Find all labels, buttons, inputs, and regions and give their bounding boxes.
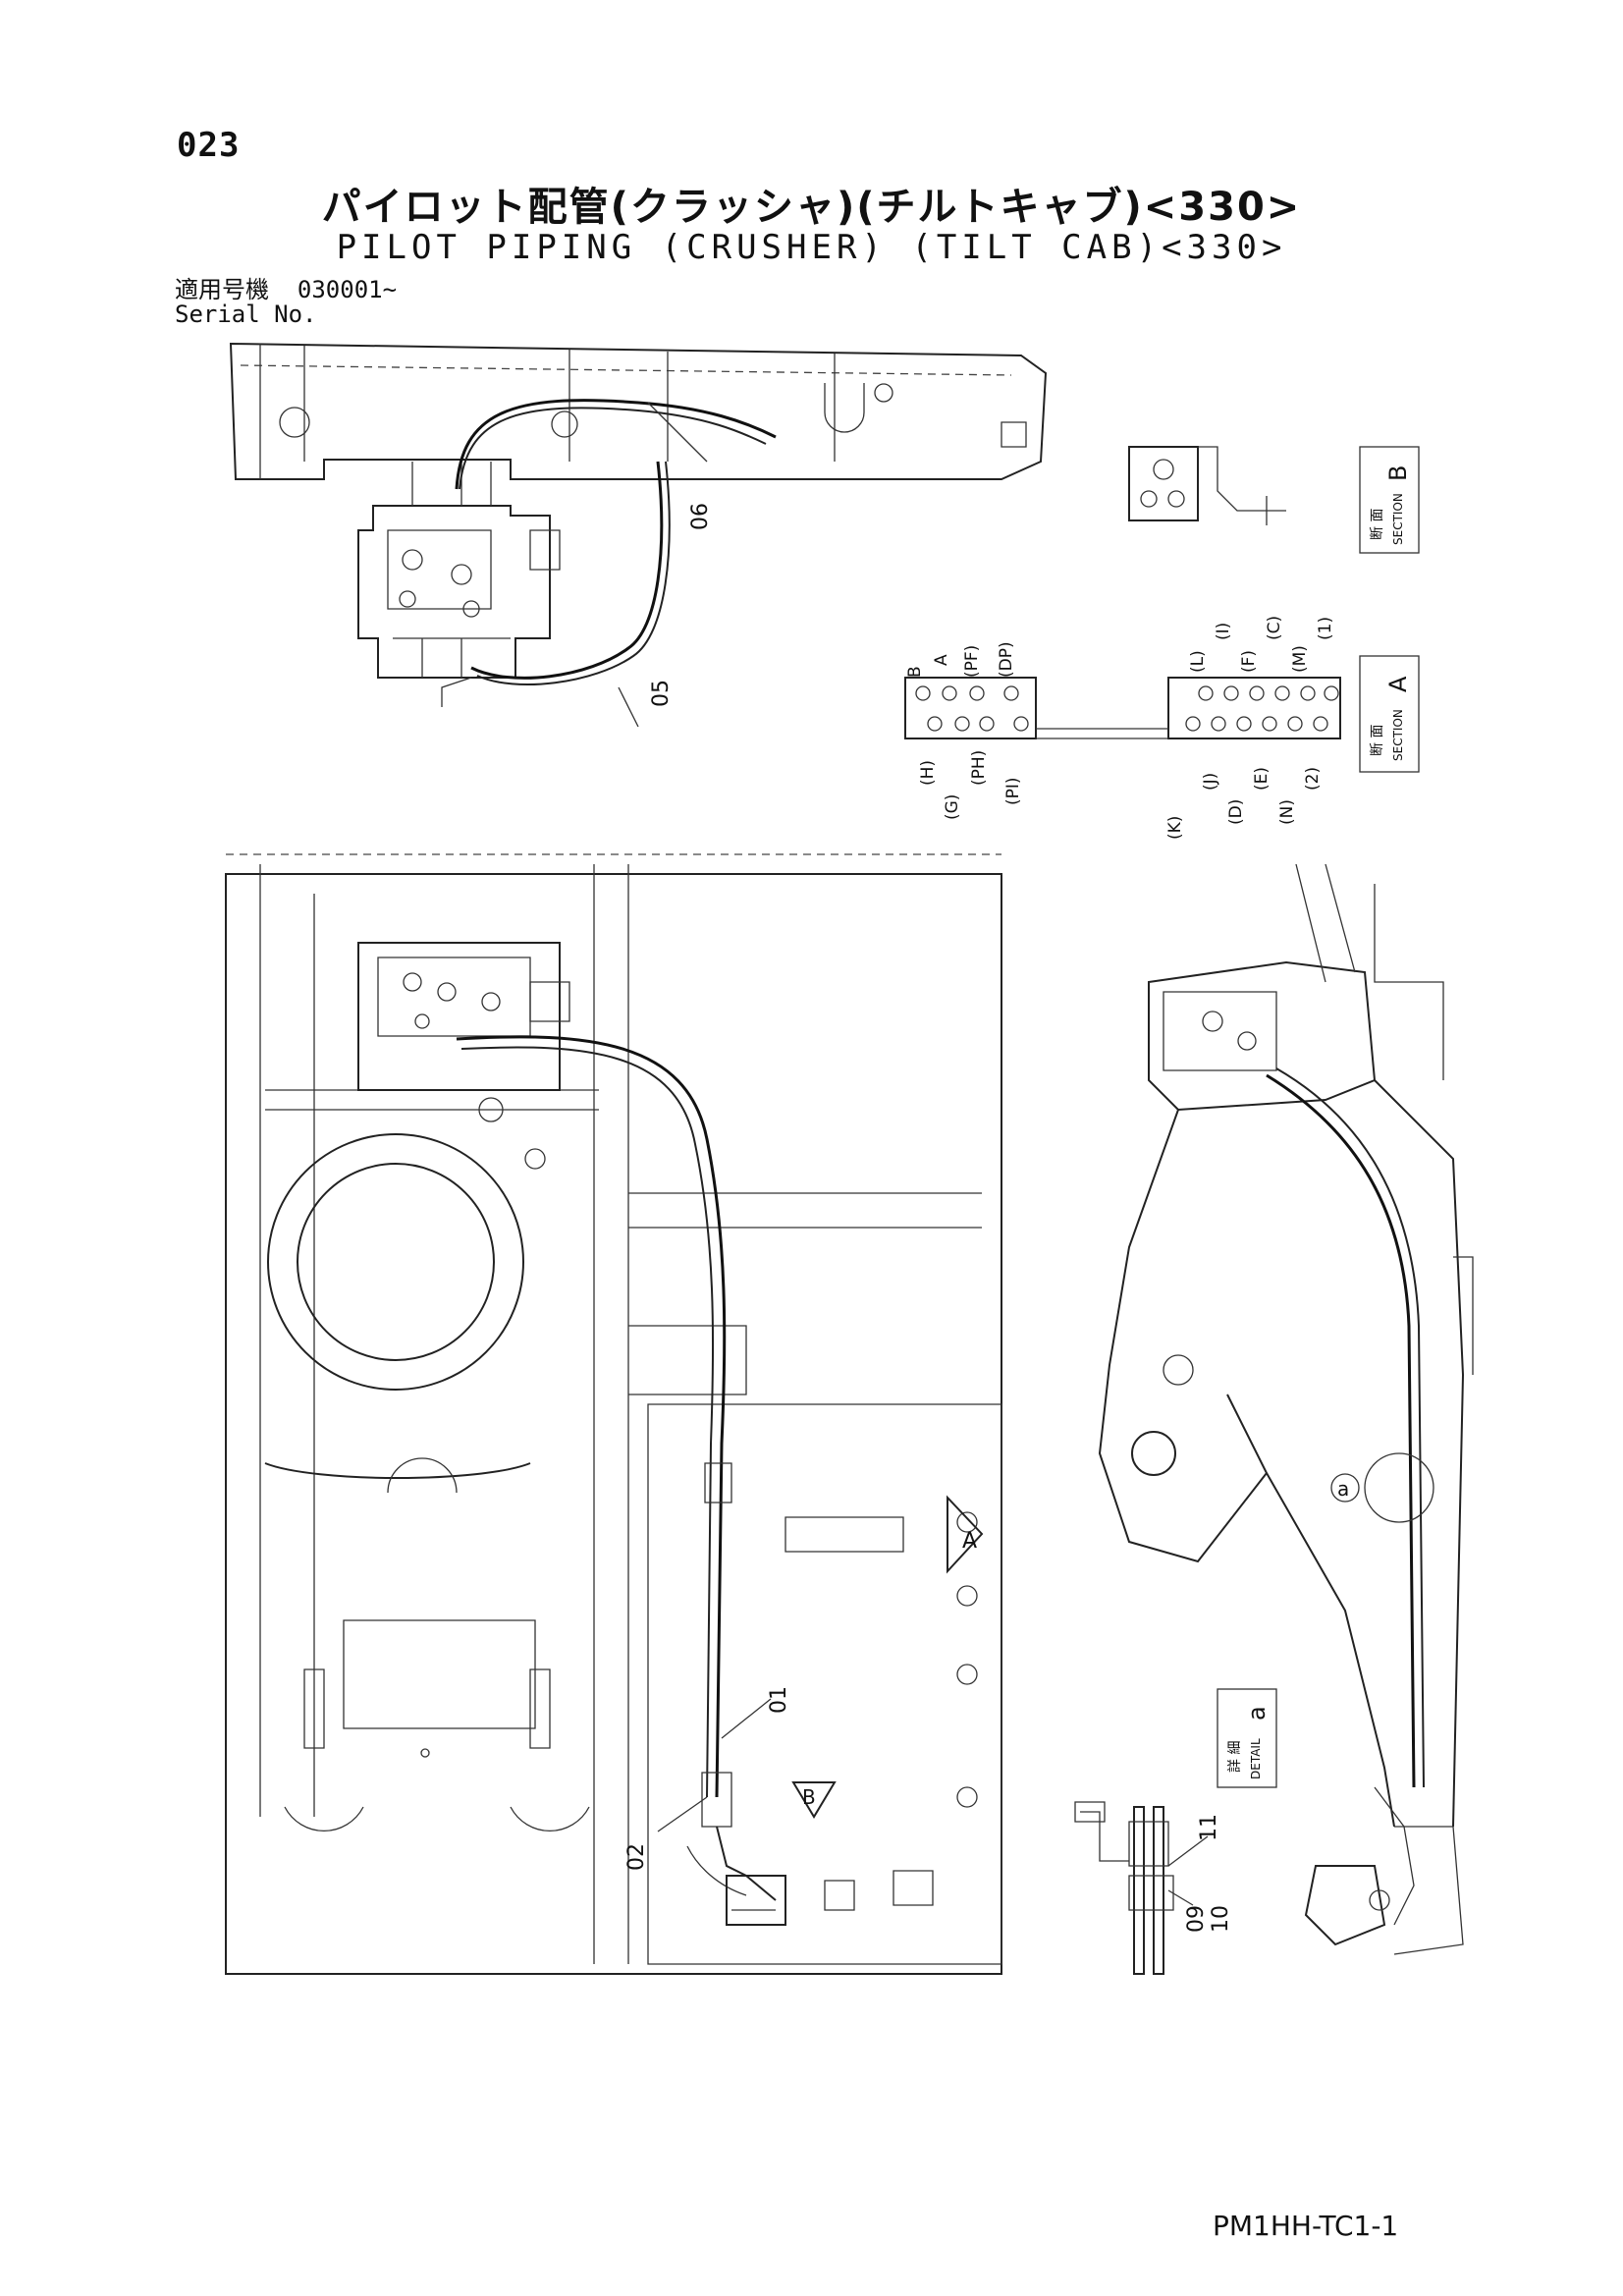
svg-text:10: 10 xyxy=(1209,1905,1233,1933)
svg-text:(M): (M) xyxy=(1290,645,1310,673)
serial-label-japanese: 適用号機 xyxy=(175,276,269,303)
page-title-english: PILOT PIPING (CRUSHER) (TILT CAB)<330> xyxy=(336,228,1287,267)
svg-text:(C): (C) xyxy=(1265,616,1284,640)
view-arrow-b: B xyxy=(791,1781,837,1819)
svg-text:(PF): (PF) xyxy=(962,645,982,678)
callout-09: 09 xyxy=(1167,1889,1209,1933)
serial-block: 適用号機 030001~ Serial No. xyxy=(175,278,397,327)
svg-text:(DP): (DP) xyxy=(997,641,1016,678)
svg-text:(PI): (PI) xyxy=(1003,777,1023,805)
svg-text:(E): (E) xyxy=(1252,767,1271,791)
svg-text:詳 細: 詳 細 xyxy=(1227,1741,1243,1773)
section-b-detail xyxy=(1128,446,1286,525)
callout-06: 06 xyxy=(688,503,713,530)
serial-label-english: Serial No. xyxy=(175,301,317,328)
svg-text:05: 05 xyxy=(649,680,674,707)
svg-text:(L): (L) xyxy=(1188,650,1208,673)
top-view xyxy=(229,342,1048,728)
svg-text:断 面: 断 面 xyxy=(1370,725,1385,756)
svg-text:a: a xyxy=(1243,1706,1271,1721)
callout-01: 01 xyxy=(721,1686,791,1739)
callout-11: 11 xyxy=(1167,1814,1221,1867)
svg-text:06: 06 xyxy=(688,503,713,530)
section-a-label: 断 面 SECTION A xyxy=(1359,655,1420,773)
frame-plan-view xyxy=(225,853,1002,1975)
svg-text:(J): (J) xyxy=(1201,773,1220,791)
view-arrow-a: A xyxy=(947,1495,984,1574)
svg-text:(1): (1) xyxy=(1316,617,1335,640)
svg-text:A: A xyxy=(932,654,951,666)
svg-text:(G): (G) xyxy=(943,794,962,820)
page-number: 023 xyxy=(177,126,241,165)
callout-05: 05 xyxy=(649,680,674,707)
detail-a-view xyxy=(1074,1801,1174,1975)
svg-text:(K): (K) xyxy=(1165,816,1185,840)
callout-a: a xyxy=(1330,1473,1360,1503)
svg-text:B: B xyxy=(905,666,925,678)
serial-value: 030001~ xyxy=(297,276,398,303)
svg-text:(I): (I) xyxy=(1214,623,1233,640)
callout-02: 02 xyxy=(624,1796,708,1871)
svg-text:(2): (2) xyxy=(1303,767,1323,791)
svg-text:B: B xyxy=(1384,465,1412,481)
document-code: PM1HH-TC1-1 xyxy=(1213,2210,1399,2242)
svg-text:(PH): (PH) xyxy=(969,750,989,786)
side-view xyxy=(1098,863,1474,1955)
section-a-detail xyxy=(904,677,1341,739)
svg-text:09: 09 xyxy=(1184,1905,1209,1933)
svg-text:DETAIL: DETAIL xyxy=(1249,1738,1263,1779)
svg-text:a: a xyxy=(1337,1477,1349,1501)
svg-text:(N): (N) xyxy=(1277,799,1297,825)
detail-a-label: 詳 細 DETAIL a xyxy=(1217,1688,1277,1788)
svg-text:B: B xyxy=(802,1785,816,1809)
section-a-port-labels: B A (PF) (DP) (H) (G) (PH) (PI) (L) (I) … xyxy=(905,616,1335,840)
svg-text:(H): (H) xyxy=(918,760,938,786)
svg-text:断 面: 断 面 xyxy=(1370,509,1385,540)
svg-text:(D): (D) xyxy=(1226,799,1246,825)
section-b-label: 断 面 SECTION B xyxy=(1359,446,1420,554)
svg-text:SECTION: SECTION xyxy=(1391,493,1405,545)
page-title-japanese: パイロット配管(クラッシャ)(チルトキャブ)<330> xyxy=(321,185,1302,230)
svg-text:(F): (F) xyxy=(1239,650,1259,673)
svg-text:SECTION: SECTION xyxy=(1391,709,1405,761)
svg-text:A: A xyxy=(1384,676,1412,692)
callout-10: 10 xyxy=(1209,1905,1233,1933)
svg-text:11: 11 xyxy=(1197,1814,1221,1841)
svg-text:01: 01 xyxy=(767,1686,791,1714)
svg-text:02: 02 xyxy=(624,1843,649,1871)
svg-text:A: A xyxy=(962,1529,977,1554)
